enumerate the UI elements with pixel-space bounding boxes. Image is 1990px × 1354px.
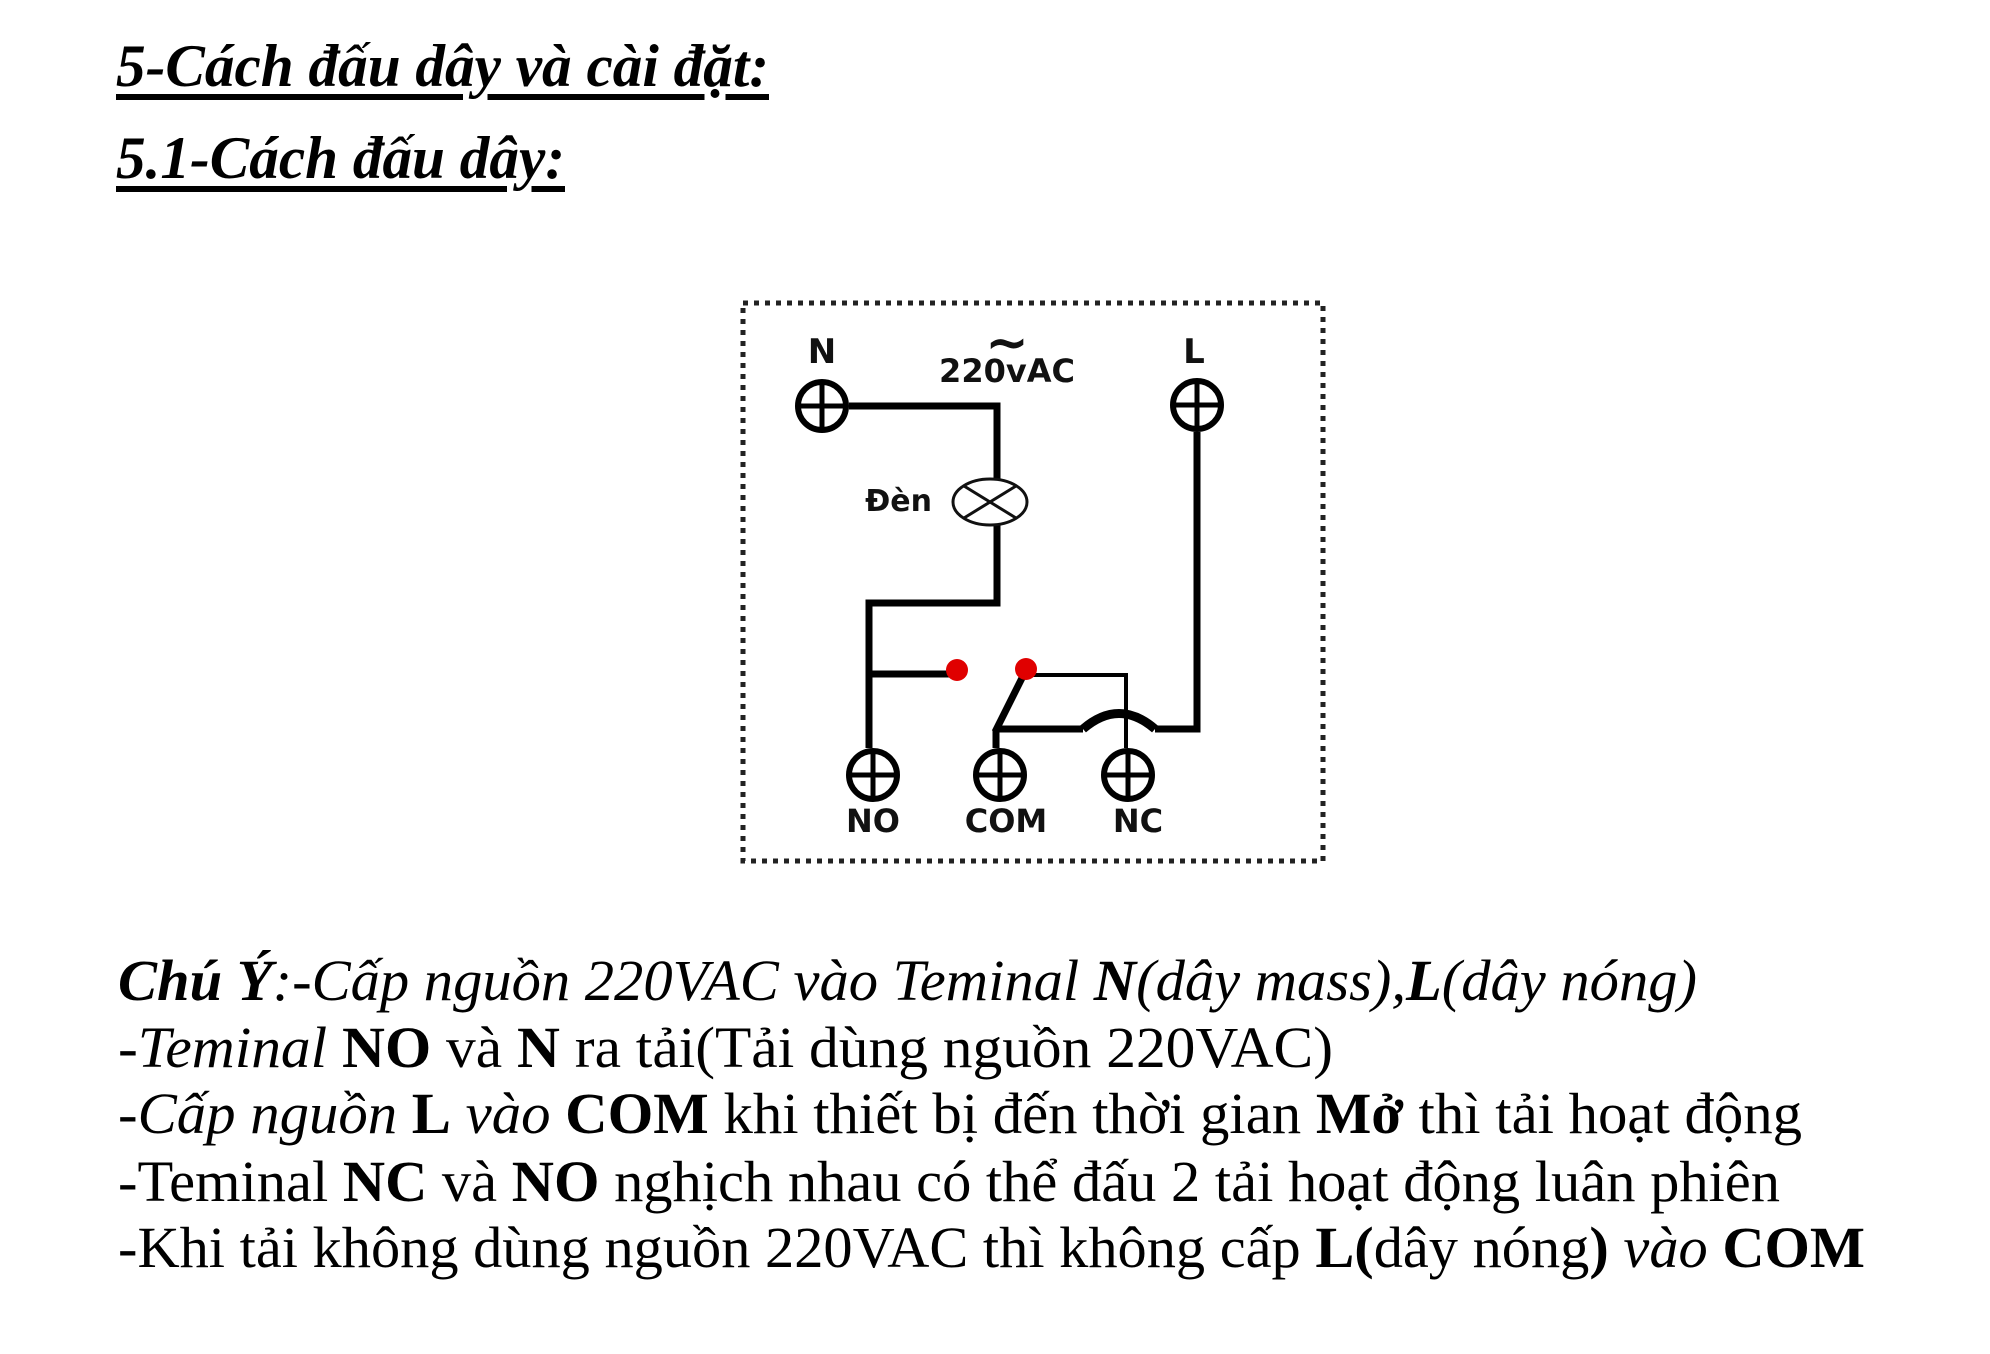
terminal-n-icon <box>795 379 849 433</box>
note-segment: vào <box>465 1081 551 1146</box>
supply-voltage-label: 220vAC <box>939 352 1075 390</box>
note-segment: L( <box>1315 1215 1374 1280</box>
wires <box>849 402 1201 748</box>
note-line: -Cấp nguồn L vào COM khi thiết bị đến th… <box>118 1085 1802 1143</box>
note-segment: Cấp nguồn <box>137 1081 398 1146</box>
wire-crossover-hump <box>1080 709 1158 733</box>
wire-nc <box>1026 673 1128 748</box>
note-segment: NO <box>342 1015 432 1080</box>
note-segment: :-Cấp nguồn 220VAC vào Teminal <box>272 948 1094 1013</box>
subsection-heading: 5.1-Cách đấu dây: <box>116 125 565 191</box>
terminal-nc-icon <box>1101 748 1155 802</box>
terminals <box>795 378 1224 802</box>
contact-dot-no <box>946 659 968 681</box>
terminal-label-nc: NC <box>1113 802 1163 840</box>
terminal-com-icon <box>973 748 1027 802</box>
diagram-frame <box>740 300 1326 864</box>
note-segment: Mở <box>1315 1081 1404 1146</box>
note-segment: L <box>411 1081 451 1146</box>
note-segment: ra tải(Tải dùng nguồn 220VAC) <box>559 1015 1333 1080</box>
note-segment: -Teminal <box>118 1149 343 1214</box>
note-segment: COM <box>565 1081 709 1146</box>
note-segment: NO <box>511 1149 600 1214</box>
note-segment <box>451 1081 466 1146</box>
note-segment: N <box>516 1015 560 1080</box>
note-segment: L <box>1405 948 1442 1013</box>
note-segment: NC <box>342 1149 428 1214</box>
switch-lever <box>991 674 1027 734</box>
note-segment: vào <box>1623 1215 1708 1280</box>
note-segment <box>1609 1215 1624 1280</box>
note-segment: nghịch nhau có thể đấu 2 tải hoạt động l… <box>599 1149 1781 1214</box>
lamp-label: Đèn <box>865 484 932 519</box>
wire-n-to-lamp <box>849 402 1001 479</box>
wire-lamp-to-no <box>865 525 1001 748</box>
note-segment: (dây mass), <box>1136 948 1406 1013</box>
note-line: -Khi tải không dùng nguồn 220VAC thì khô… <box>118 1219 1865 1277</box>
note-segment <box>327 1015 342 1080</box>
terminal-label-l: L <box>1183 332 1205 372</box>
note-segment <box>1708 1215 1723 1280</box>
note-segment: (dây nóng) <box>1441 948 1697 1013</box>
terminal-label-com: COM <box>965 802 1048 840</box>
note-segment <box>397 1081 412 1146</box>
note-segment: khi thiết bị đến thời gian <box>708 1081 1316 1146</box>
note-segment: COM <box>1722 1215 1866 1280</box>
terminal-label-n: N <box>808 332 836 372</box>
note-line: Chú Ý:-Cấp nguồn 220VAC vào Teminal N(dâ… <box>118 952 1697 1010</box>
note-line: -Teminal NO và N ra tải(Tải dùng nguồn 2… <box>118 1019 1333 1077</box>
note-line: -Teminal NC và NO nghịch nhau có thể đấu… <box>118 1153 1780 1211</box>
contact-dot-com <box>1015 658 1037 680</box>
lamp-icon <box>951 477 1029 527</box>
note-segment: Teminal <box>137 1015 328 1080</box>
note-segment: - <box>118 1015 138 1080</box>
terminal-l-icon <box>1170 378 1224 432</box>
section-heading: 5-Cách đấu dây và cài đặt: <box>116 33 769 99</box>
note-segment: và <box>427 1149 512 1214</box>
note-segment: Chú Ý <box>118 948 273 1013</box>
note-segment <box>550 1081 565 1146</box>
ac-symbol: ~ <box>985 313 1029 373</box>
note-segment: - <box>118 1081 138 1146</box>
note-segment: N <box>1093 948 1137 1013</box>
note-segment: thì tải hoạt động <box>1403 1081 1802 1146</box>
terminal-label-no: NO <box>846 802 900 840</box>
terminal-no-icon <box>846 748 900 802</box>
note-segment: ) <box>1589 1215 1609 1280</box>
note-segment: dây nóng <box>1373 1215 1590 1280</box>
note-segment: -Khi tải không dùng nguồn 220VAC thì khô… <box>118 1215 1316 1280</box>
wire-l-to-com <box>1155 432 1201 733</box>
note-segment: và <box>431 1015 517 1080</box>
